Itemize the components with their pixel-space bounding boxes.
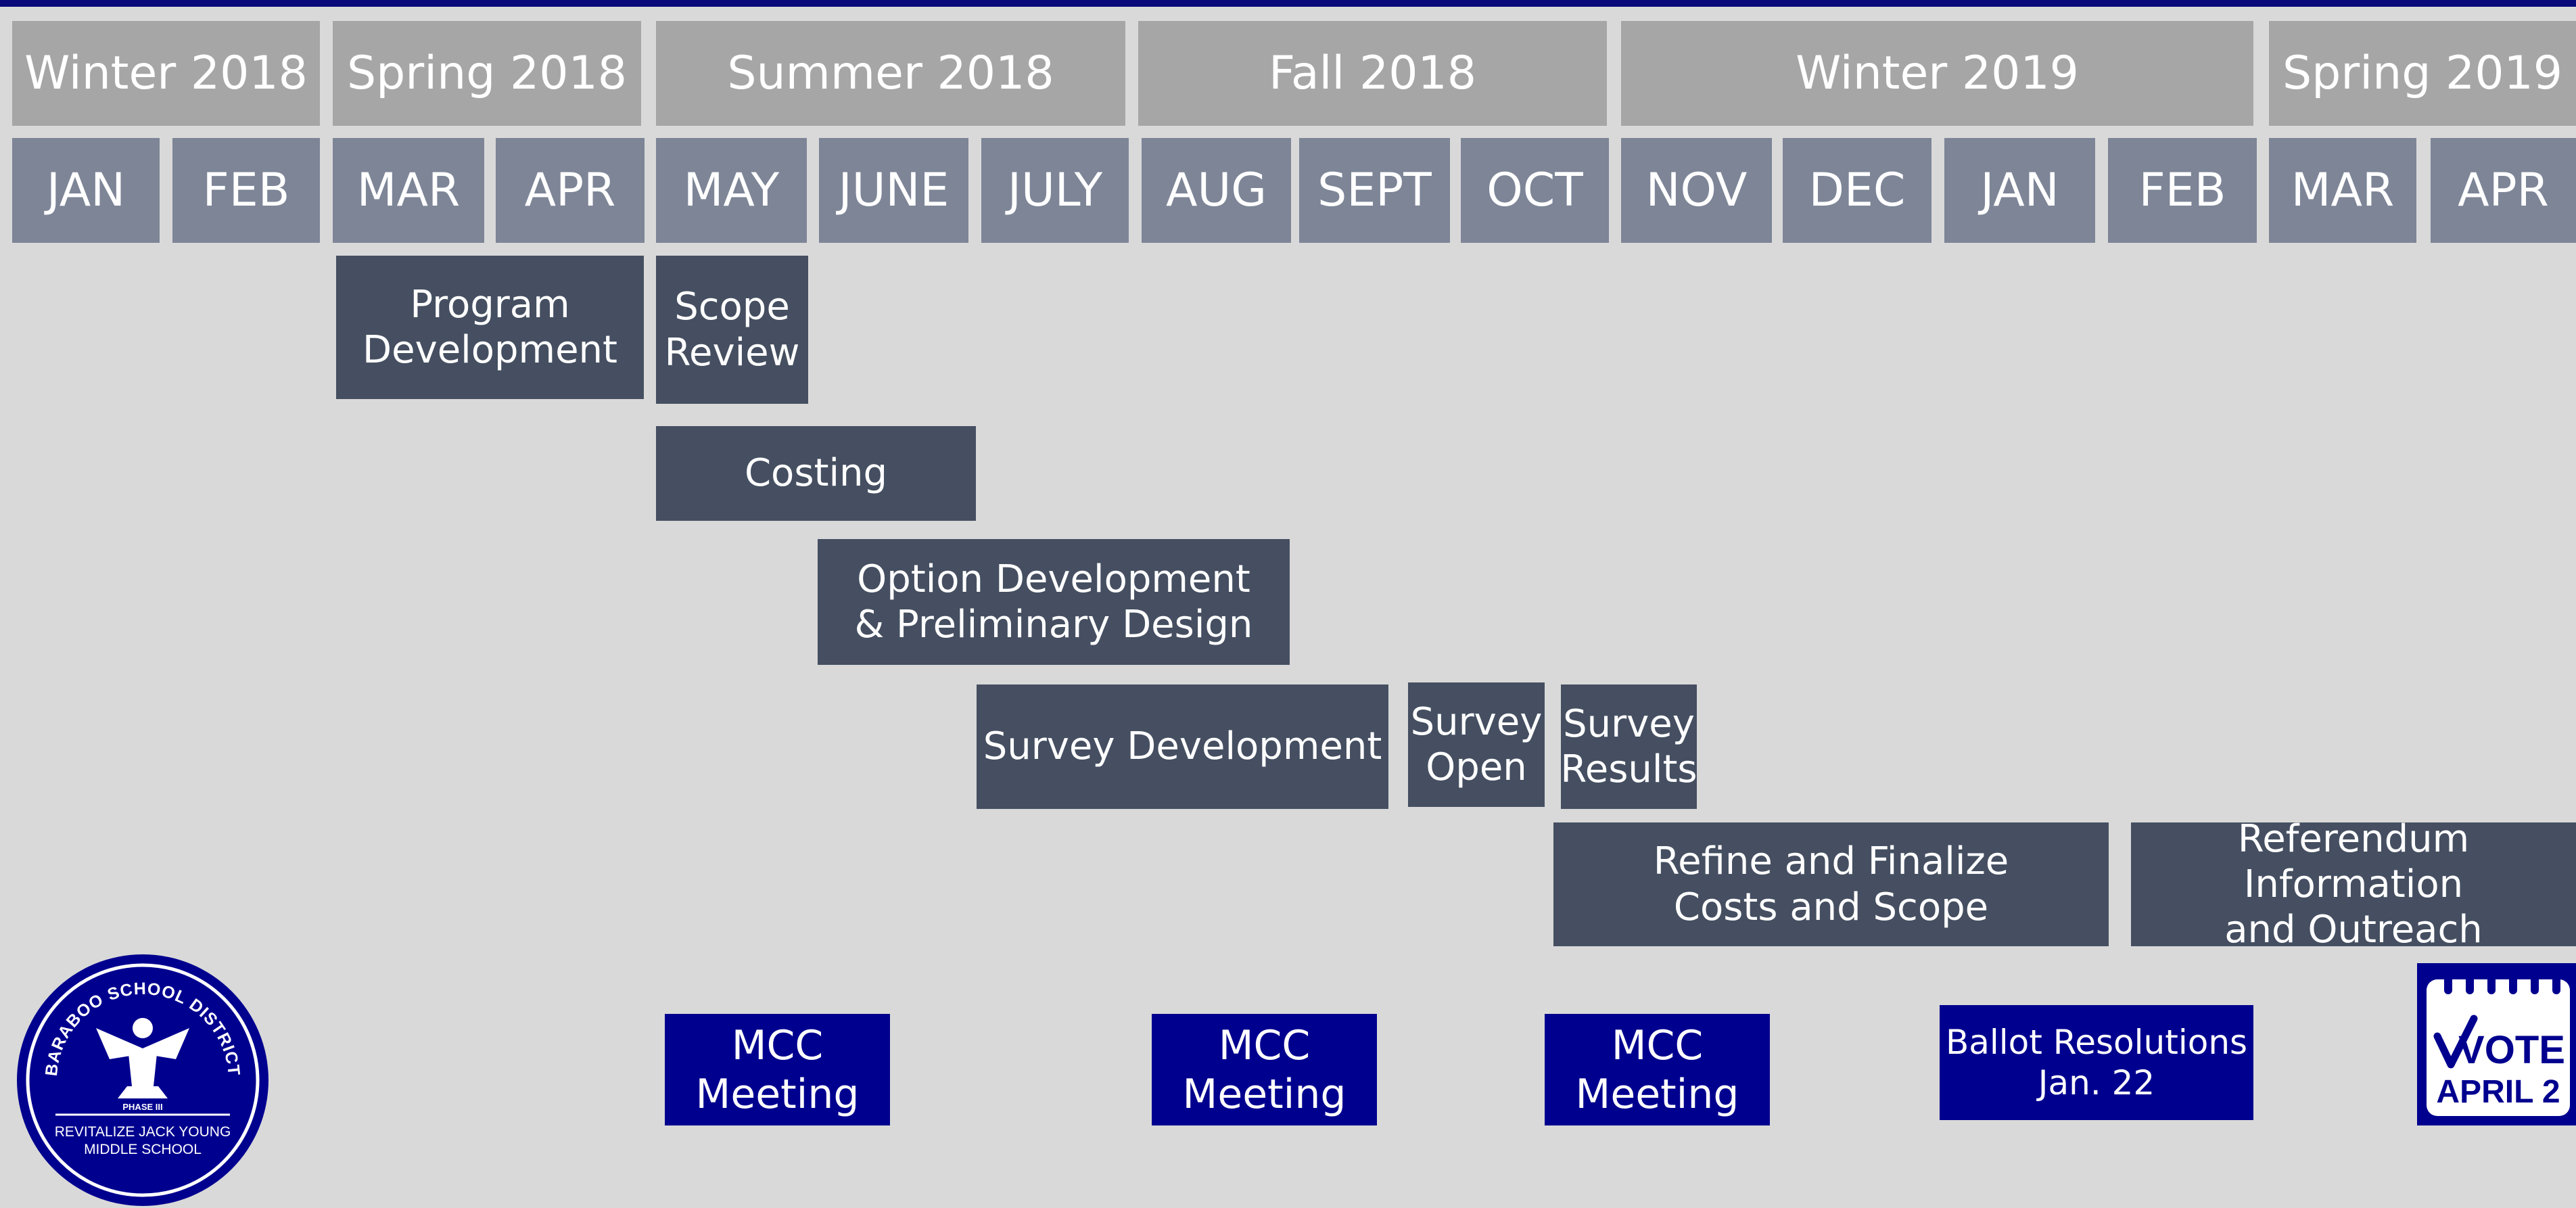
task-costing: Costing bbox=[656, 426, 976, 521]
task-referendum-information: Referendum Information and Outreach bbox=[2131, 817, 2576, 952]
task-scope-review: Scope Review bbox=[656, 256, 808, 404]
top-accent-bar bbox=[0, 0, 2576, 7]
month-header: MAR bbox=[2269, 138, 2416, 243]
month-header: DEC bbox=[1783, 138, 1931, 243]
season-header: Fall 2018 bbox=[1138, 21, 1607, 126]
month-header: FEB bbox=[2108, 138, 2257, 243]
task-refine-finalize: Refine and Finalize Costs and Scope bbox=[1553, 822, 2109, 946]
season-header: Winter 2019 bbox=[1621, 21, 2253, 126]
seal-phase: PHASE III bbox=[122, 1102, 162, 1112]
month-header: SEPT bbox=[1299, 138, 1450, 243]
checkmark-icon bbox=[2433, 1015, 2478, 1069]
task-survey-development: Survey Development bbox=[977, 684, 1388, 809]
district-seal-logo: BARABOO SCHOOL DISTRICT PHASE III REVITA… bbox=[17, 954, 268, 1206]
season-header: Spring 2018 bbox=[333, 21, 641, 126]
ballot-resolutions: Ballot Resolutions Jan. 22 bbox=[1940, 1005, 2253, 1120]
month-header: JAN bbox=[1944, 138, 2095, 243]
mcc-meeting: MCC Meeting bbox=[1152, 1014, 1377, 1125]
month-header: JAN bbox=[12, 138, 160, 243]
month-header: MAY bbox=[656, 138, 807, 243]
vote-calendar-badge: VOTE APRIL 2 bbox=[2417, 963, 2576, 1125]
vote-date: APRIL 2 bbox=[2436, 1074, 2560, 1110]
season-header: Spring 2019 bbox=[2269, 21, 2576, 126]
seal-line-2: MIDDLE SCHOOL bbox=[84, 1142, 202, 1157]
task-survey-results: Survey Results bbox=[1560, 684, 1697, 809]
calendar-rings-icon bbox=[2444, 973, 2560, 994]
season-header: Winter 2018 bbox=[12, 21, 320, 126]
month-header: JUNE bbox=[819, 138, 968, 243]
seal-line-1: REVITALIZE JACK YOUNG bbox=[55, 1124, 231, 1140]
task-survey-open: Survey Open bbox=[1408, 682, 1545, 807]
season-header: Summer 2018 bbox=[656, 21, 1125, 126]
month-header: JULY bbox=[981, 138, 1129, 243]
month-header: AUG bbox=[1142, 138, 1291, 243]
month-header: OCT bbox=[1461, 138, 1609, 243]
month-header: NOV bbox=[1621, 138, 1772, 243]
month-header: APR bbox=[2431, 138, 2576, 243]
eagle-icon bbox=[96, 1018, 189, 1098]
mcc-meeting: MCC Meeting bbox=[1545, 1014, 1770, 1125]
task-option-development: Option Development & Preliminary Design bbox=[818, 539, 1290, 665]
month-header: FEB bbox=[172, 138, 320, 243]
month-header: APR bbox=[496, 138, 645, 243]
month-header: MAR bbox=[333, 138, 484, 243]
vote-word: VOTE bbox=[2458, 1028, 2565, 1072]
mcc-meeting: MCC Meeting bbox=[665, 1014, 890, 1125]
task-program-development: Program Development bbox=[336, 256, 644, 399]
